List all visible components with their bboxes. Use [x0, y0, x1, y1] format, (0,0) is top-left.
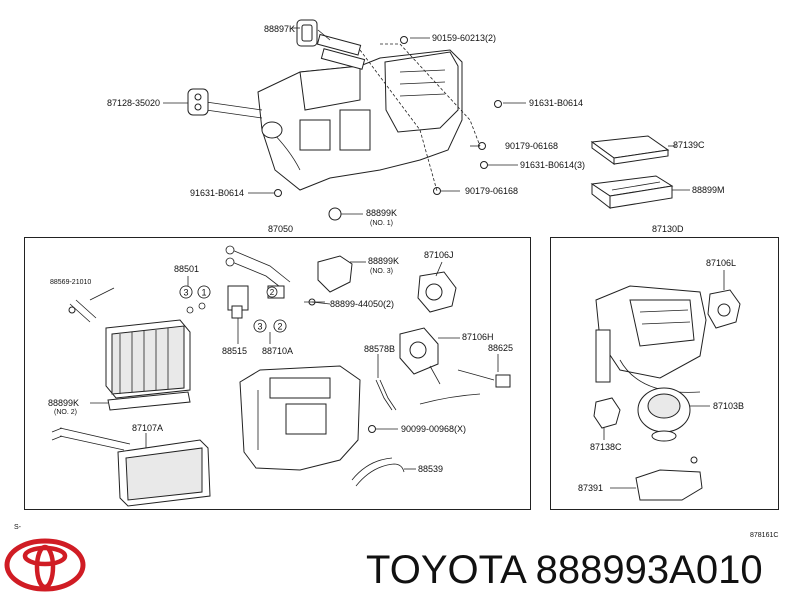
label-88710a: 88710A	[262, 346, 294, 356]
label-87128-35020: 87128-35020	[107, 98, 161, 108]
diagram-code: 878161C	[750, 532, 779, 539]
assembly-box-87050	[24, 237, 531, 510]
footer-left-code: S-	[14, 524, 21, 531]
label-88899m: 88899M	[692, 185, 725, 195]
leader-lines-top	[163, 27, 690, 215]
label-88539: 88539	[418, 464, 444, 474]
callout-2b: 2	[270, 288, 275, 297]
label-87106l: 87106L	[706, 258, 737, 268]
callout-3b: 3	[257, 322, 262, 332]
label-87106j: 87106J	[424, 250, 454, 260]
leader-lines-right	[603, 270, 725, 489]
assembly-box-87130d	[550, 237, 779, 510]
screw-fasteners-top	[274, 36, 502, 221]
label-90179-06168-b: 90179-06168	[465, 186, 519, 196]
callout-1: 1	[201, 288, 206, 298]
label-90159-60213: 90159-60213(2)	[432, 33, 497, 43]
label-87391: 87391	[578, 483, 604, 493]
label-87138c: 87138C	[590, 442, 622, 452]
label-87107a: 87107A	[132, 423, 164, 433]
label-88899k-no2-sub: (NO. 2)	[54, 409, 77, 416]
brand-part-number: TOYOTA 888993A010	[366, 548, 763, 592]
callout-circles: 3 1 3 2 2	[179, 285, 287, 333]
label-87050: 87050	[268, 224, 294, 234]
gasket-88897k	[296, 19, 318, 47]
filter-88899m	[590, 175, 674, 210]
toyota-logo	[4, 538, 86, 592]
pipes-88569	[68, 299, 97, 323]
label-88625: 88625	[488, 343, 514, 353]
label-88899k-no3-sub: (NO. 3)	[370, 268, 393, 275]
label-90099-00968: 90099-00968(X)	[401, 424, 467, 434]
callout-3: 3	[183, 288, 188, 298]
label-88578b: 88578B	[364, 344, 396, 354]
label-91631-b0614-c: 91631-B0614	[190, 188, 245, 198]
label-87103b: 87103B	[713, 401, 745, 411]
heater-core-87107a	[51, 427, 211, 507]
label-88899k-no3: 88899K	[368, 256, 400, 266]
servo-87106h	[399, 327, 441, 385]
seal-88899k-no2	[107, 391, 191, 411]
label-88899k-no1-sub: (NO. 1)	[370, 220, 393, 227]
servo-87106l	[707, 289, 741, 329]
label-88899-44050: 88899-44050(2)	[330, 299, 395, 309]
hose-88578b	[375, 379, 397, 411]
filter-87139c	[590, 135, 670, 165]
blower-motor-87103b	[637, 387, 691, 442]
label-88515: 88515	[222, 346, 248, 356]
label-91631-b0614-3: 91631-B0614(3)	[520, 160, 586, 170]
heater-case-88578b	[239, 365, 361, 471]
case-87391	[635, 456, 703, 501]
blower-case-87130d	[595, 285, 707, 393]
label-88899k-no1: 88899K	[366, 208, 398, 218]
label-87139c: 87139C	[673, 140, 705, 150]
label-91631-b0614-a: 91631-B0614	[529, 98, 584, 108]
evaporator-88501	[105, 319, 191, 399]
label-88501: 88501	[174, 264, 200, 274]
label-88899k-no2: 88899K	[48, 398, 80, 408]
servo-87106j	[417, 271, 457, 313]
label-88569-21010: 88569-21010	[50, 279, 92, 286]
label-88897k: 88897K	[264, 24, 296, 34]
expansion-valve-88515	[227, 285, 249, 319]
hvac-unit-top	[205, 33, 463, 191]
screw-90099	[368, 425, 376, 433]
label-90179-06168-a: 90179-06168	[505, 141, 559, 151]
sensor-88625	[419, 369, 511, 405]
seal-88899k-no3	[317, 255, 353, 293]
callout-2: 2	[277, 322, 282, 332]
hose-88539	[351, 457, 405, 487]
resistor-87138c	[593, 397, 621, 429]
label-87106h: 87106H	[462, 332, 494, 342]
gasket-87128	[187, 88, 209, 116]
label-87130d: 87130D	[652, 224, 684, 234]
leader-lines-left	[89, 261, 499, 470]
